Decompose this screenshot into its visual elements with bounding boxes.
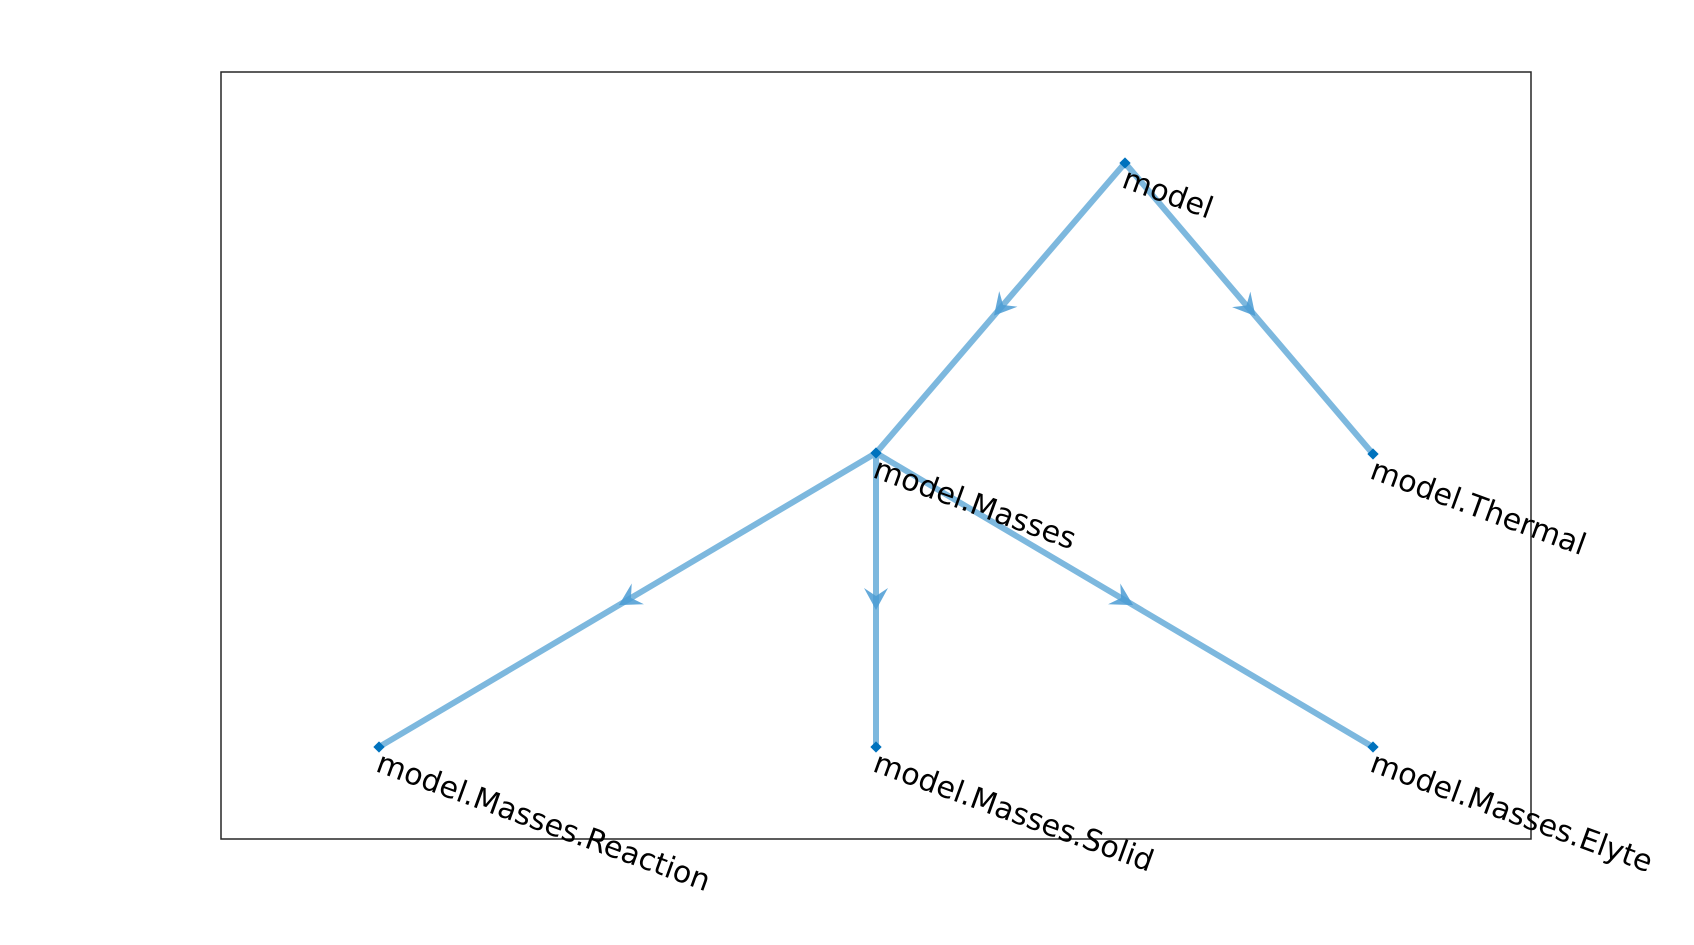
node-marker-masses	[870, 447, 882, 459]
node-marker-solid	[870, 741, 882, 753]
axes-box	[220, 71, 1532, 840]
arrowhead-icon	[993, 291, 1018, 316]
node-label-elyte: model.Masses.Elyte	[1366, 746, 1657, 881]
node-label-reaction: model.Masses.Reaction	[372, 746, 715, 899]
arrows-layer	[618, 291, 1256, 610]
node-marker-elyte	[1367, 741, 1379, 753]
node-marker-thermal	[1367, 448, 1379, 460]
node-marker-reaction	[373, 741, 385, 753]
arrowhead-icon	[864, 588, 888, 610]
node-label-masses: model.Masses	[869, 452, 1081, 558]
arrowhead-icon	[618, 583, 644, 606]
node-marker-model	[1119, 157, 1131, 169]
nodes-layer	[373, 157, 1379, 753]
node-label-thermal: model.Thermal	[1366, 453, 1591, 563]
node-label-solid: model.Masses.Solid	[869, 746, 1158, 880]
arrowhead-icon	[1232, 291, 1256, 317]
arrowhead-icon	[1108, 583, 1134, 606]
